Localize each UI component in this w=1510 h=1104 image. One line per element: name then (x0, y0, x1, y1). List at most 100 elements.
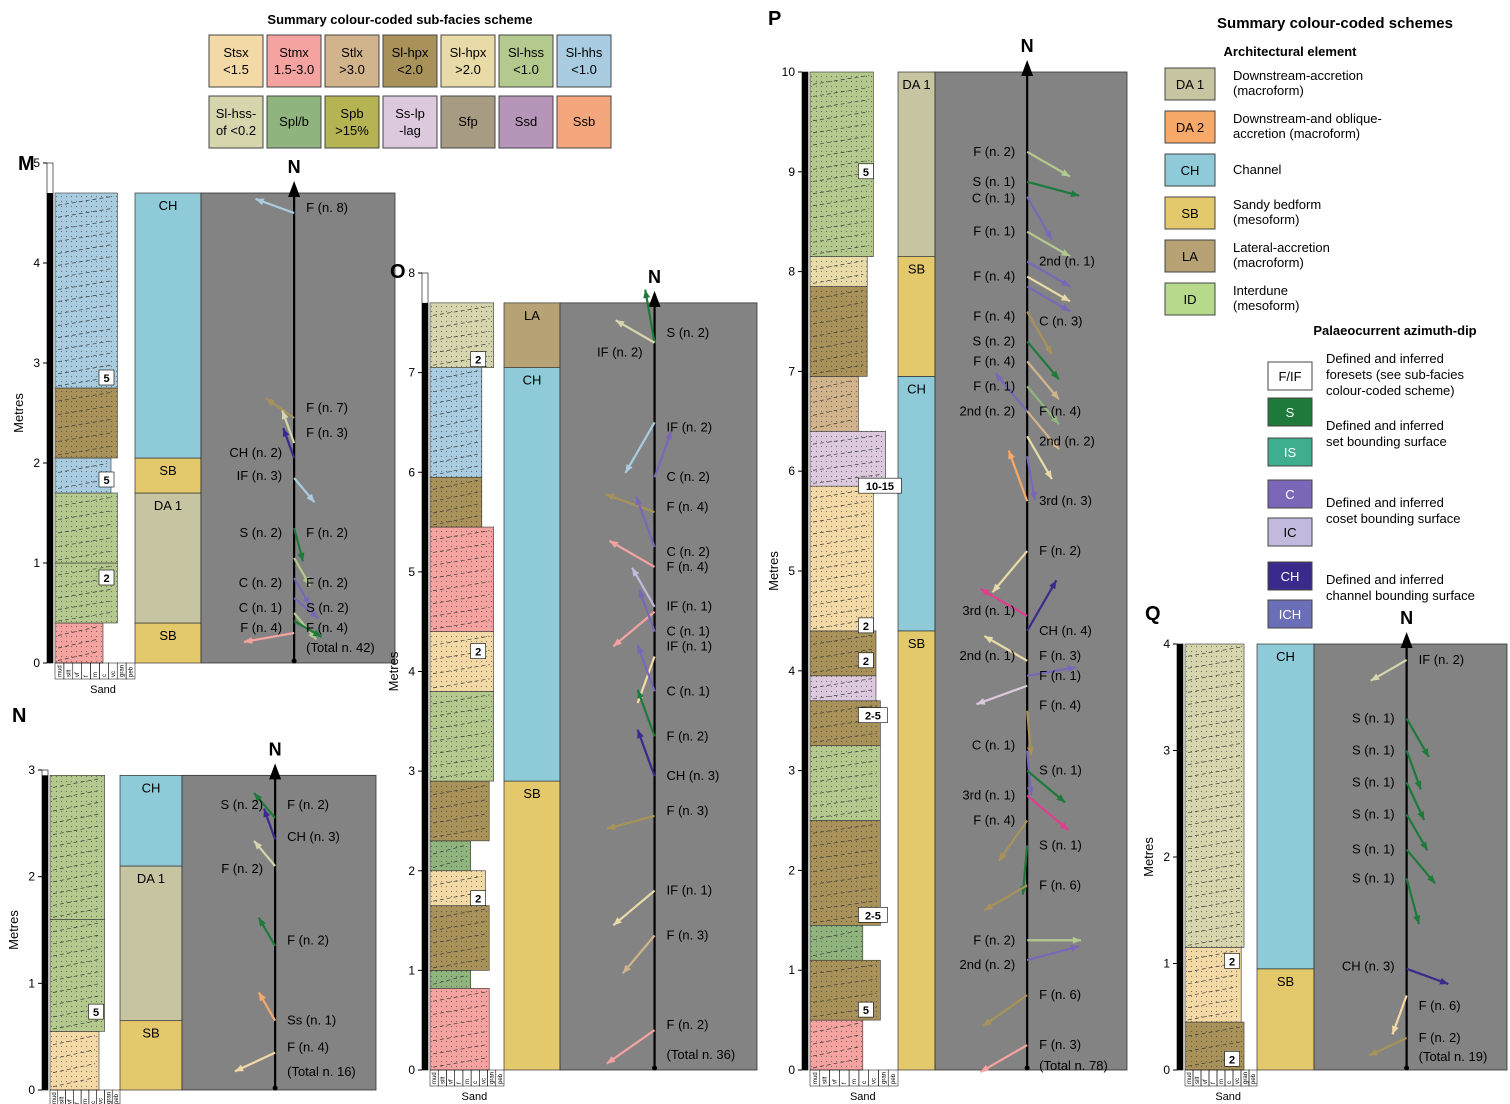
north-axis-base (1404, 1065, 1410, 1071)
palaeocurrent-arrow-head (609, 540, 619, 549)
bed-lamina (1187, 791, 1241, 802)
bed-lamina (57, 244, 114, 254)
bed-lamina (812, 1046, 859, 1057)
palaeocurrent-label: Ss (n. 1) (287, 1013, 336, 1028)
bed-lamina (57, 600, 114, 610)
bed-lamina (812, 406, 855, 416)
bed-lamina (812, 571, 870, 582)
bed-lamina (1187, 683, 1241, 693)
palaeocurrent-arrow (991, 550, 1029, 594)
architectural-code: CH (1181, 163, 1200, 178)
clast-size-text: 2 (475, 355, 481, 367)
bed-lamina (432, 355, 490, 366)
bed-lamina (1187, 863, 1241, 874)
scale-tick-label: 3 (788, 764, 795, 778)
palaeocurrent-label: C (n. 3) (1039, 314, 1082, 329)
bed-lamina (432, 491, 478, 502)
bed-lamina (52, 872, 101, 883)
palaeocurrent-arrow (612, 889, 656, 927)
palaeocurrent-arrow (605, 493, 655, 514)
bed-lamina (1187, 851, 1241, 862)
architectural-element-code: SB (159, 628, 176, 643)
facies-range: <1.0 (513, 62, 539, 77)
palaeocurrent-label: CH (n. 2) (229, 445, 282, 460)
palaeocurrent-arrow-head (297, 552, 305, 562)
palaeocurrent-arrow-head (306, 493, 315, 503)
grain-size-cell (125, 662, 136, 680)
clast-size-text: 10-15 (866, 481, 894, 493)
bed-texture (810, 376, 859, 432)
grain-size-label: m (465, 1079, 471, 1084)
bed-lamina (52, 848, 101, 859)
bed-lamina (812, 289, 864, 300)
palaeocurrent-label: CH (n. 4) (1039, 623, 1092, 638)
palaeocurrent-label: F (n. 3) (667, 803, 709, 818)
bed-texture (430, 691, 494, 782)
bed-lamina (812, 392, 855, 403)
palaeocurrent-arrow-head (1061, 294, 1070, 302)
facies-range: <1.5 (223, 62, 249, 77)
palaeocurrent-label: F (n. 4) (973, 269, 1015, 284)
north-axis-base (291, 658, 297, 664)
palaeocurrent-panel (200, 192, 396, 664)
bed-lamina (432, 769, 490, 779)
facies-swatch (324, 34, 380, 88)
bed-texture (810, 486, 874, 631)
architectural-swatch (1164, 282, 1216, 316)
bed-lamina (1187, 935, 1241, 946)
log-id: O (390, 261, 406, 283)
facies-swatch (382, 95, 438, 149)
bed-lamina (432, 827, 486, 838)
palaeocurrent-arrow-head (265, 398, 275, 406)
palaeocurrent-label: C (n. 1) (667, 683, 710, 698)
bed-lamina (432, 1057, 486, 1068)
palaeocurrent-arrow-head (1061, 169, 1070, 177)
architectural-element-code: SB (1277, 974, 1294, 989)
bed-lamina (812, 964, 877, 975)
palaeocurrent-arrow-head (1050, 440, 1059, 450)
grain-size-label: silt (1195, 1076, 1201, 1084)
palaeocurrent-arrow-head (1026, 786, 1034, 796)
bed-lamina (1187, 695, 1241, 705)
bed-texture (810, 1020, 863, 1070)
grain-size-cell (495, 1069, 505, 1087)
palaeocurrent-arrow-head (1008, 450, 1015, 460)
palaeocurrent-code: IC (1284, 525, 1297, 540)
metres-axis-label: Metres (6, 910, 21, 950)
clast-size-text: 5 (93, 1007, 99, 1019)
bed-lamina (432, 921, 486, 931)
palaeocurrent-arrow (982, 994, 1028, 1027)
palaeocurrent-label: IF (n. 2) (1419, 652, 1465, 667)
palaeocurrent-description: colour-coded scheme) (1326, 383, 1455, 398)
palaeocurrent-arrow-head (980, 588, 990, 597)
architectural-element-code: SB (523, 786, 540, 801)
scale-tick-label: 2 (33, 456, 40, 470)
bed-lamina (1187, 950, 1238, 961)
palaeocurrent-arrow-head (1030, 491, 1037, 501)
metres-axis-label: Metres (11, 393, 26, 433)
clast-size-badge (858, 907, 888, 923)
bed-texture (430, 367, 482, 478)
facies-swatch (440, 95, 496, 149)
bed-lamina (57, 405, 114, 415)
palaeocurrent-arrow-head (1050, 390, 1059, 400)
grain-size-label: vf (75, 672, 81, 677)
palaeocurrent-arrow-head (1369, 1048, 1379, 1056)
palaeocurrent-arrow-head (635, 496, 643, 506)
bed-lamina (812, 862, 877, 872)
palaeocurrent-label: IF (n. 3) (237, 468, 283, 483)
architectural-element-code: SB (908, 262, 925, 277)
palaeocurrent-arrow-head (1070, 190, 1080, 197)
palaeocurrent-arrow-head (309, 610, 319, 619)
grain-size-label: silt (823, 1076, 829, 1084)
north-arrow-head (648, 290, 661, 307)
palaeocurrent-arrow-head (1061, 249, 1070, 257)
palaeocurrent-label: F (n. 3) (1039, 1037, 1081, 1052)
north-axis-base (272, 1085, 278, 1091)
grain-size-label: peb (1251, 1073, 1257, 1084)
architectural-element (119, 865, 183, 1022)
architectural-element-code: CH (523, 373, 542, 388)
palaeocurrent-arrow-head (254, 840, 263, 850)
palaeocurrent-arrow-head (976, 698, 986, 705)
